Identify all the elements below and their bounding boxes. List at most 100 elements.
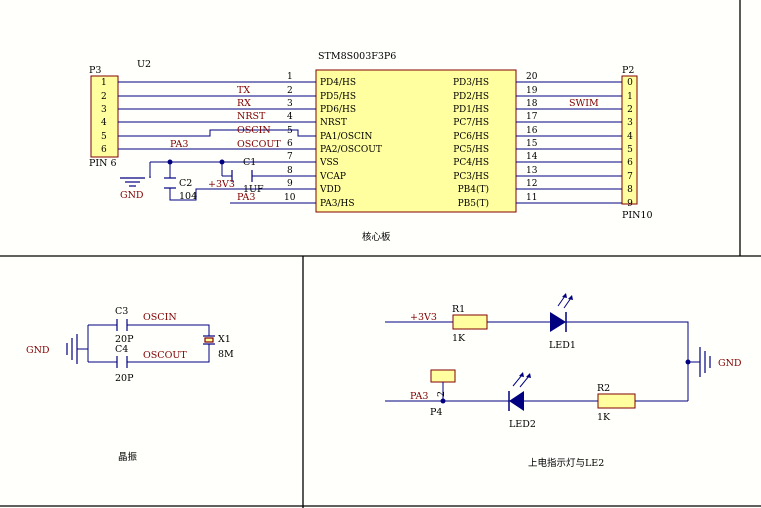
led2-label: LED2	[509, 419, 536, 430]
wires-ic-p2	[516, 81, 622, 204]
tx-net-label: TX	[237, 85, 250, 96]
r2-value: 1K	[597, 412, 611, 423]
c1-value: 1UF	[243, 184, 264, 195]
osc-gnd-label: GND	[26, 345, 50, 356]
r1-value: 1K	[452, 333, 466, 344]
p3-pin-number: 5	[101, 132, 107, 142]
capacitor-c3[interactable]	[116, 319, 128, 331]
p2-designator: P2	[622, 65, 634, 76]
x1-value: 8M	[218, 349, 234, 360]
connector-p3-body[interactable]	[90, 75, 119, 158]
osc-gnd-symbol	[66, 334, 78, 364]
osc-oscin-label: OSCIN	[143, 312, 177, 323]
led1-diode[interactable]	[550, 293, 573, 332]
led-gnd-symbol	[699, 347, 711, 377]
ic-pin-number: 11	[526, 193, 537, 203]
p3-pin-number: 2	[101, 92, 107, 102]
junction-dot	[685, 359, 691, 365]
ic-pin-number: 5	[287, 126, 293, 136]
junction-dot	[219, 159, 225, 165]
ic-pin-number: 12	[526, 179, 537, 189]
p3-pin-number: 6	[101, 145, 107, 155]
led2-diode[interactable]	[508, 372, 531, 411]
ic-designator: U2	[137, 59, 151, 70]
c2-ref: C2	[179, 178, 192, 189]
p2-pin-number: 4	[627, 132, 633, 142]
p4-ref: P4	[430, 407, 442, 418]
r2-ref: R2	[597, 383, 610, 394]
ic-pin-name: VSS	[319, 158, 339, 168]
ic-pin-name: PC3/HS	[453, 172, 489, 182]
p2-pin-number: 5	[627, 145, 633, 155]
ic-pin-number: 3	[287, 99, 293, 109]
rx-net-label: RX	[237, 98, 251, 109]
ic-pin-number: 19	[526, 86, 538, 96]
oscin-net-label: OSCIN	[237, 125, 271, 136]
c1-ref: C1	[243, 157, 256, 168]
capacitor-c1[interactable]	[231, 170, 253, 182]
ic-pin-number: 9	[287, 179, 293, 189]
led-gnd-label: GND	[718, 358, 742, 369]
capacitor-c4[interactable]	[116, 356, 128, 368]
ic-pin-name: PA2/OSCOUT	[320, 145, 382, 155]
ic-pin-number: 4	[287, 112, 293, 122]
ic-pin-name: PB4(T)	[458, 184, 489, 195]
led-wires	[385, 321, 700, 402]
ic-pin-number: 2	[287, 86, 293, 96]
resistor-r2[interactable]	[597, 393, 636, 409]
crystal-x1[interactable]	[203, 335, 215, 345]
ic-pin-name: PB5(T)	[458, 198, 489, 209]
ic-pin-number: 16	[526, 126, 538, 136]
ic-pin-name: VDD	[319, 185, 341, 195]
ic-pin-name: PA3/HS	[320, 199, 355, 209]
ic-pin-number: 17	[526, 112, 538, 122]
capacitor-c2[interactable]	[164, 177, 176, 189]
ic-pin-name: PC4/HS	[453, 158, 489, 168]
ic-pin-name: PD6/HS	[320, 105, 356, 115]
pa3-net-label: PA3	[237, 192, 255, 203]
resistor-r1[interactable]	[452, 314, 488, 330]
ic-pin-name: PC6/HS	[453, 132, 489, 142]
led-section-title: 上电指示灯与LE2	[528, 457, 604, 469]
ic-pin-name: PD1/HS	[453, 105, 489, 115]
c3-value: 20P	[115, 334, 134, 345]
p2-pin-number: 8	[627, 185, 633, 195]
ic-pin-number: 7	[287, 152, 293, 162]
ic-pin-number: 8	[287, 166, 293, 176]
ic-pin-number: 14	[526, 152, 538, 162]
p3-pin-number: 1	[101, 78, 107, 88]
gnd-label: GND	[120, 190, 144, 201]
ic-pin-name: VCAP	[319, 172, 346, 182]
ic-pin-name: PD3/HS	[453, 78, 489, 88]
swim-net-label: SWIM	[569, 98, 599, 109]
junction-dot	[167, 159, 173, 165]
p3-pin-number: 3	[101, 105, 107, 115]
c2-value: 104	[179, 191, 197, 202]
connector-p4[interactable]	[430, 369, 456, 383]
wires-p3-ic	[118, 81, 316, 204]
led-pa3-label: PA3	[410, 391, 428, 402]
gnd-symbol	[120, 176, 151, 187]
ic-right-pins: 20PD3/HS19PD2/HS18PD1/HS17PC7/HS16PC6/HS…	[453, 72, 538, 209]
ic-u2-body[interactable]	[315, 69, 517, 213]
junction-dot	[440, 398, 446, 404]
ic-part-label: STM8S003F3P6	[318, 51, 396, 62]
core-section-title: 核心板	[362, 231, 391, 243]
connector-p2-body[interactable]	[621, 75, 638, 205]
p4-pin-number: 2	[436, 391, 447, 397]
ic-pin-number: 13	[526, 166, 538, 176]
nrst-net-label: NRST	[237, 111, 266, 122]
led-v3-label: +3V3	[410, 312, 437, 323]
ic-pin-name: NRST	[320, 118, 347, 128]
ic-pin-number: 10	[284, 193, 296, 203]
osc-section-title: 晶振	[118, 451, 138, 463]
osc-oscout-label: OSCOUT	[143, 350, 187, 361]
ic-pin-name: PD5/HS	[320, 92, 356, 102]
ic-pin-number: 20	[526, 72, 538, 82]
p2-pin-number: 6	[627, 158, 633, 168]
p3-pa3-net-label: PA3	[170, 139, 188, 150]
p2-footer: PIN10	[622, 210, 653, 221]
ic-pin-name: PD2/HS	[453, 92, 489, 102]
